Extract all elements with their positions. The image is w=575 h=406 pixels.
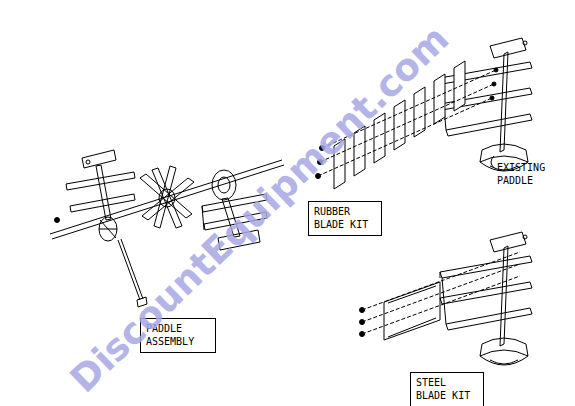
nut [490,96,494,100]
bolt-head [360,308,365,313]
label-box: STEEL BLADE KIT [410,372,484,406]
label-box: RUBBER BLADE KIT [308,201,382,236]
bolt-head [360,332,365,337]
nut [492,82,496,86]
bolt [362,276,520,334]
leader-line [491,156,494,168]
blade-plate [414,87,425,137]
kit-label: STEEL BLADE KIT [416,377,478,402]
nut [494,68,498,72]
blade-plate [434,74,445,124]
bolt-head [360,320,365,325]
steel-blade-kit-drawing [360,252,521,340]
part-label: EXISTING PADDLE [497,162,557,187]
kit-label: RUBBER BLADE KIT [314,206,376,231]
bolt [362,264,520,322]
watermark: DiscountEquipment.com [62,17,457,401]
bolt [362,252,520,310]
